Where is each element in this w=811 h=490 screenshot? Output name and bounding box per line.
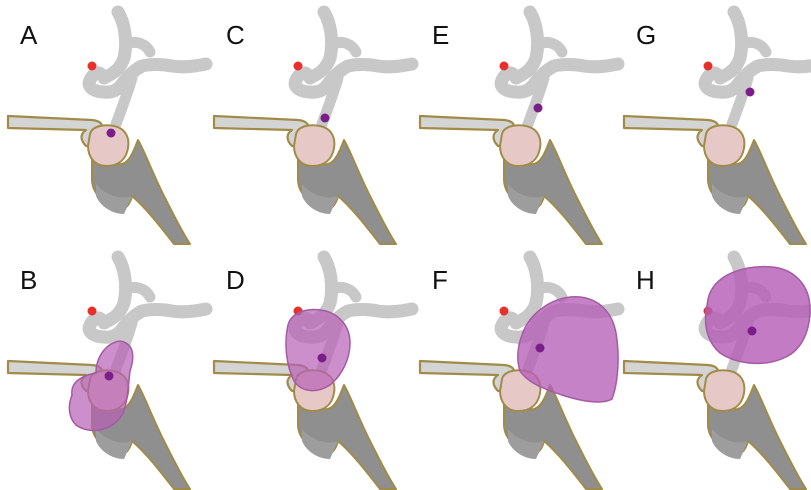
panel-e: E <box>420 12 618 244</box>
marker-dot <box>107 129 116 138</box>
marker-dot <box>536 344 545 353</box>
marker-dot <box>534 104 543 113</box>
panel-label: H <box>636 265 655 295</box>
panel-label: C <box>226 20 245 50</box>
panel-label: B <box>20 265 37 295</box>
panel-c: C <box>214 12 412 244</box>
panel-d: D <box>214 257 412 489</box>
tumor-mass <box>706 267 810 364</box>
panel-label: D <box>226 265 245 295</box>
panel-label: G <box>636 20 656 50</box>
panel-a: A <box>8 12 206 244</box>
panel-g: G <box>624 12 811 244</box>
marker-dot <box>318 354 327 363</box>
marker-dot <box>105 372 114 381</box>
panel-label: E <box>432 20 449 50</box>
panel-label: F <box>432 265 448 295</box>
panel-label: A <box>20 20 38 50</box>
marker-dot <box>746 88 755 97</box>
marker-dot <box>748 327 757 336</box>
panel-b: B <box>8 257 206 489</box>
panel-f: F <box>420 257 618 489</box>
panel-h: H <box>624 257 811 489</box>
marker-dot <box>321 114 330 123</box>
tumor-mass <box>286 310 350 391</box>
